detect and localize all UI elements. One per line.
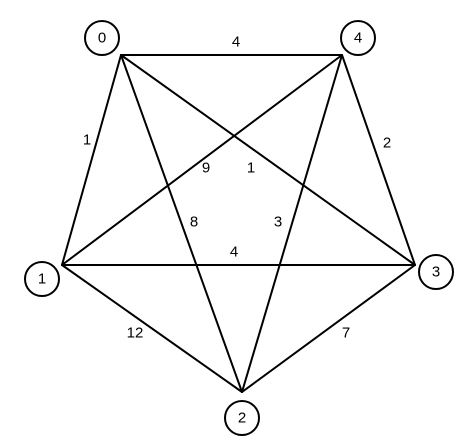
edge-weight-4-3: 2 [383, 135, 391, 152]
node-label-2: 2 [238, 410, 246, 427]
edge-weight-0-1: 1 [83, 132, 91, 149]
node-4: 4 [340, 20, 376, 56]
node-3: 3 [418, 254, 454, 290]
edge-0-1 [61, 54, 122, 266]
node-label-0: 0 [98, 30, 106, 47]
node-label-4: 4 [354, 30, 362, 47]
edge-1-2 [61, 264, 243, 393]
edge-weight-2-3: 7 [342, 325, 350, 342]
edge-weight-4-2: 3 [274, 214, 282, 231]
edge-0-2 [120, 54, 243, 393]
node-circle-3 [418, 254, 454, 290]
node-label-3: 3 [432, 264, 440, 281]
node-2: 2 [224, 400, 260, 436]
edge-weight-4-1: 9 [202, 160, 210, 177]
node-0: 0 [84, 20, 120, 56]
node-circle-0 [84, 20, 120, 56]
edge-weight-0-2: 8 [190, 214, 198, 231]
node-label-1: 1 [38, 271, 46, 288]
edge-weight-1-2: 12 [127, 325, 144, 342]
weights-layer: 4 1 8 1 9 3 2 4 12 7 [83, 34, 391, 342]
node-circle-1 [24, 261, 60, 297]
edge-4-1 [61, 54, 343, 266]
node-circle-2 [224, 400, 260, 436]
edge-4-3 [341, 54, 416, 266]
edge-weight-0-4: 4 [232, 34, 240, 51]
edge-weight-1-3: 4 [230, 244, 238, 261]
edge-weight-0-3: 1 [247, 160, 255, 177]
node-1: 1 [24, 261, 60, 297]
node-circle-4 [340, 20, 376, 56]
edge-2-3 [241, 264, 416, 393]
edge-0-3 [120, 54, 416, 266]
edges-layer [61, 54, 416, 393]
edge-4-2 [241, 54, 343, 393]
